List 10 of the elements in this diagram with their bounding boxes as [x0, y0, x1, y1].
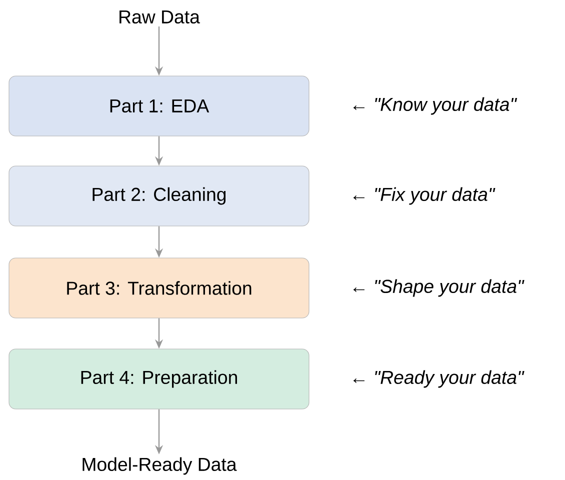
annotation: ← "Know your data": [353, 97, 518, 115]
annotation: ← "Shape your data": [353, 279, 524, 297]
process-box: Part 3: Transformation: [8, 258, 310, 318]
process-box: Part 2: Cleaning: [8, 166, 310, 226]
annotation: ← "Ready your data": [353, 370, 524, 388]
process-box: Part 4: Preparation: [8, 348, 310, 410]
flow-label: Raw Data: [120, 10, 200, 24]
flow-label: Model-Ready Data: [82, 457, 237, 475]
process-box: Part 1: EDA: [8, 76, 310, 136]
annotation: ← "Fix your data": [353, 187, 496, 205]
